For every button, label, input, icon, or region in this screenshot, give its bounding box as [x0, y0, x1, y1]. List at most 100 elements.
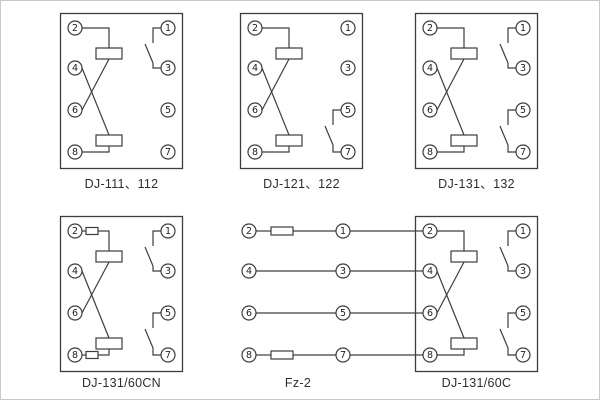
terminal-number: 3 — [340, 266, 346, 277]
wire-cross — [81, 67, 110, 136]
relay-diagram-dj131-60c: 2 4 6 8 1 3 5 7 — [411, 215, 539, 373]
terminal-number: 6 — [427, 105, 433, 116]
aux-diagram-fz2: 2 4 6 8 1 3 5 7 — [241, 223, 411, 363]
terminal-number: 1 — [520, 23, 526, 34]
coil-icon — [450, 134, 478, 147]
terminal-number: 2 — [72, 226, 78, 237]
terminal-number: 5 — [520, 105, 526, 116]
wire — [437, 27, 465, 48]
terminal-number: 5 — [345, 105, 351, 116]
wire-cross — [81, 58, 110, 111]
terminal-number: 7 — [520, 350, 526, 361]
coil-icon — [450, 250, 478, 263]
coil-icon — [95, 337, 123, 350]
terminal-number: 1 — [165, 23, 171, 34]
terminal-number: 7 — [165, 350, 171, 361]
terminal-number: 8 — [427, 350, 433, 361]
panel-label-dj131: DJ-131、132 — [438, 177, 515, 191]
terminal-number: 5 — [520, 308, 526, 319]
wire — [437, 230, 465, 251]
wire-cross — [436, 58, 465, 111]
terminal-number: 3 — [165, 63, 171, 74]
resistor-icon — [85, 226, 99, 236]
panel-label-fz2: Fz-2 — [284, 376, 312, 390]
contact-icon — [144, 312, 161, 356]
panel-label-dj131-60cn: DJ-131/60CN — [81, 376, 162, 390]
wire-cross — [436, 261, 465, 314]
wire-cross — [261, 58, 290, 111]
wire — [98, 230, 110, 251]
terminal-number: 2 — [427, 23, 433, 34]
coil-icon — [95, 250, 123, 263]
terminal-number: 5 — [340, 308, 346, 319]
relay-diagram-dj131-60cn: 2 4 6 8 1 3 5 7 — [59, 215, 184, 373]
coil-icon — [450, 337, 478, 350]
terminal-number: 8 — [72, 350, 78, 361]
contact-icon — [499, 230, 516, 272]
terminal-number: 6 — [72, 105, 78, 116]
terminal-number: 3 — [165, 266, 171, 277]
terminals: 2 4 6 8 1 3 5 7 — [67, 20, 176, 160]
terminal-number: 4 — [427, 266, 433, 277]
terminal-number: 2 — [427, 226, 433, 237]
coil-icon — [275, 134, 303, 147]
wire — [262, 146, 290, 153]
terminal-number: 7 — [345, 147, 351, 158]
relay-case-outline — [59, 12, 184, 170]
wire-cross — [81, 261, 110, 314]
contact-icon — [499, 312, 516, 356]
terminal-number: 7 — [340, 350, 346, 361]
connection-lines — [350, 230, 411, 356]
coil-icon — [275, 47, 303, 60]
coil-icon — [450, 47, 478, 60]
resistor-icon — [270, 226, 294, 236]
terminal-number: 4 — [252, 63, 258, 74]
contact-icon — [499, 109, 516, 153]
terminal-number: 6 — [246, 308, 252, 319]
wire-cross — [436, 270, 465, 339]
contact-icon — [144, 27, 161, 69]
terminal-number: 2 — [252, 23, 258, 34]
terminal-number: 3 — [520, 266, 526, 277]
panel-label-dj131-60c: DJ-131/60C — [441, 376, 512, 390]
resistor-icon — [270, 350, 294, 360]
wire — [437, 146, 465, 153]
terminal-number: 6 — [72, 308, 78, 319]
terminal-number: 1 — [340, 226, 346, 237]
terminal-number: 6 — [252, 105, 258, 116]
terminal-number: 8 — [427, 147, 433, 158]
wire — [98, 349, 110, 356]
terminal-number: 4 — [427, 63, 433, 74]
terminal-number: 7 — [165, 147, 171, 158]
contact-icon — [144, 230, 161, 272]
terminal-number: 1 — [520, 226, 526, 237]
wire — [82, 27, 110, 48]
wire-cross — [261, 67, 290, 136]
relay-diagram-dj131: 2 4 6 8 1 3 5 7 — [414, 12, 539, 170]
terminal-number: 8 — [72, 147, 78, 158]
terminal-number: 4 — [72, 63, 78, 74]
terminals: 2 4 6 8 1 3 5 7 — [241, 223, 351, 363]
relay-diagram-dj111: 2 4 6 8 1 3 5 7 — [59, 12, 184, 170]
relay-diagram-dj121: 2 4 6 8 1 3 5 7 — [239, 12, 364, 170]
relay-case-outline — [59, 215, 184, 373]
terminal-number: 4 — [246, 266, 252, 277]
contact-icon — [324, 109, 341, 153]
resistor-icon — [85, 350, 99, 360]
terminal-number: 2 — [72, 23, 78, 34]
terminal-number: 7 — [520, 147, 526, 158]
wire — [82, 146, 110, 153]
wire — [437, 349, 465, 356]
wire-cross — [436, 67, 465, 136]
wire-cross — [81, 270, 110, 339]
terminals: 2 4 6 8 1 3 5 7 — [247, 20, 356, 160]
terminal-number: 4 — [72, 266, 78, 277]
terminal-number: 3 — [520, 63, 526, 74]
terminal-number: 3 — [345, 63, 351, 74]
terminal-number: 5 — [165, 105, 171, 116]
terminal-number: 1 — [345, 23, 351, 34]
relay-case-outline — [239, 12, 364, 170]
panel-label-dj121: DJ-121、122 — [263, 177, 340, 191]
wire — [262, 27, 290, 48]
